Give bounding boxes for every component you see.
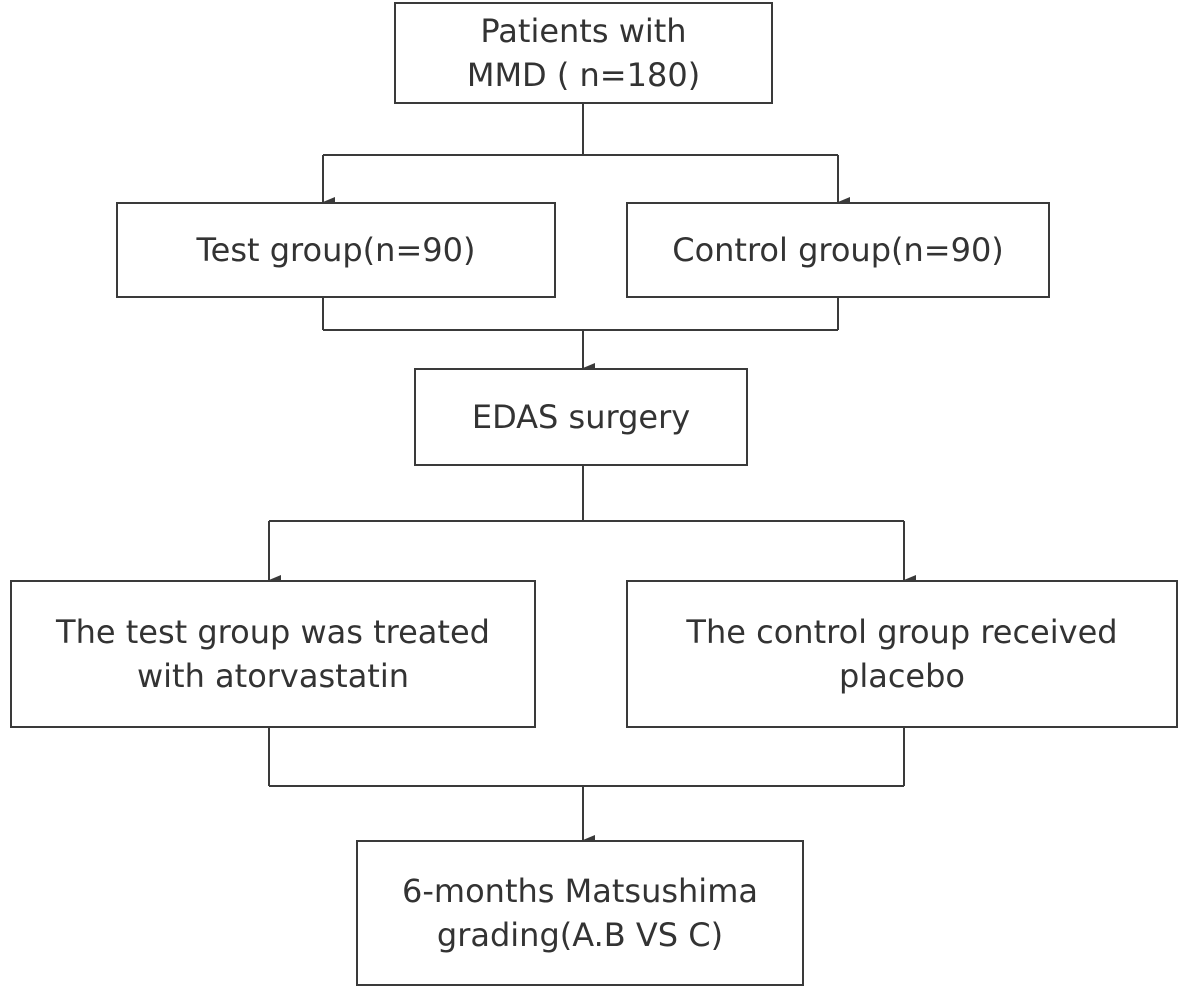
test-treatment-box: The test group was treated with atorvast… (10, 580, 536, 728)
outcome-text: 6-months Matsushima grading(A.B VS C) (402, 872, 758, 954)
control-treatment-text: The control group received placebo (686, 613, 1118, 695)
control-group-box: Control group(n=90) (626, 202, 1050, 298)
start-text: Patients with MMD ( n=180) (466, 12, 701, 94)
surgery-box: EDAS surgery (414, 368, 748, 466)
control-group-text: Control group(n=90) (672, 231, 1004, 269)
outcome-box: 6-months Matsushima grading(A.B VS C) (356, 840, 804, 986)
test-group-text: Test group(n=90) (196, 231, 476, 269)
test-group-box: Test group(n=90) (116, 202, 556, 298)
control-treatment-box: The control group received placebo (626, 580, 1178, 728)
surgery-text: EDAS surgery (471, 398, 691, 436)
test-treatment-text: The test group was treated with atorvast… (56, 613, 490, 695)
start-box: Patients with MMD ( n=180) (394, 2, 773, 104)
